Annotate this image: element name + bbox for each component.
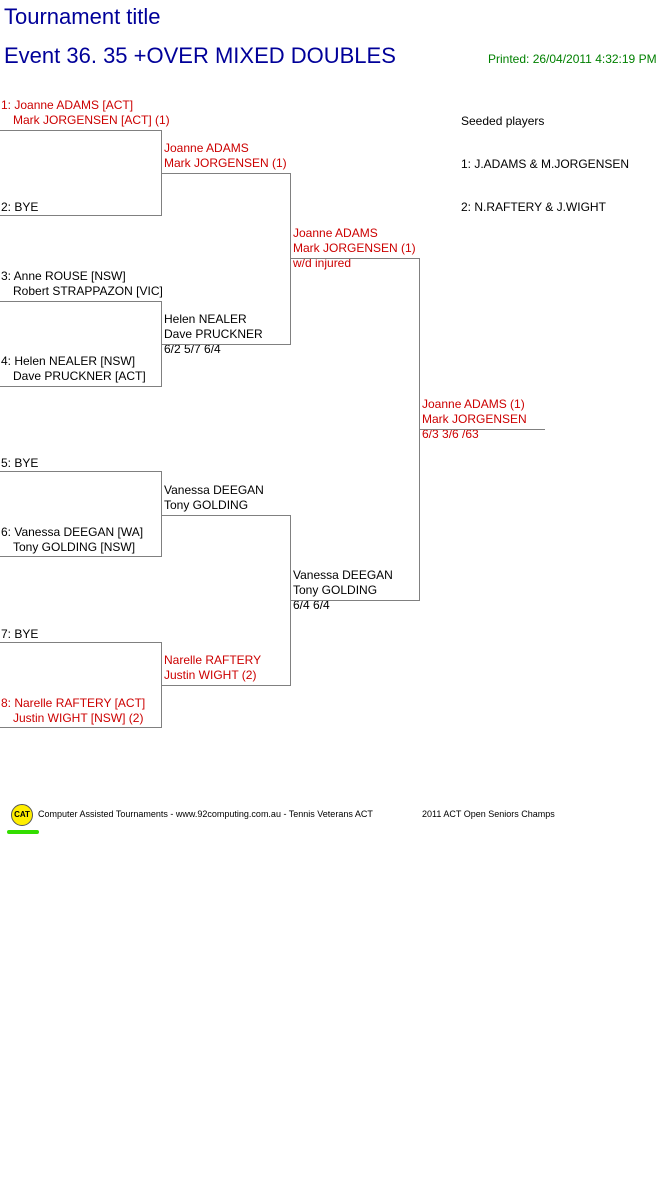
- round2-slot-4-line2: Justin WIGHT (2): [164, 668, 257, 682]
- bracket-line: [0, 471, 162, 472]
- bracket-line: [161, 471, 162, 557]
- bracket-line: [0, 556, 162, 557]
- bracket-line: [0, 642, 162, 643]
- round2-slot-2-line1: Helen NEALER: [164, 312, 247, 326]
- bracket-line: [0, 301, 162, 302]
- winner-line1: Joanne ADAMS (1): [422, 397, 525, 411]
- bracket-line: [290, 173, 291, 345]
- round3-slot-2-score: 6/4 6/4: [293, 598, 330, 612]
- round1-slot-1-line2: Mark JORGENSEN [ACT] (1): [13, 113, 170, 127]
- round2-slot-2-score: 6/2 5/7 6/4: [164, 342, 221, 356]
- bracket-line: [0, 386, 162, 387]
- round2-slot-1-line2: Mark JORGENSEN (1): [164, 156, 287, 170]
- bracket-line: [0, 727, 162, 728]
- bracket-line: [161, 173, 291, 174]
- bracket-line: [290, 600, 420, 601]
- round1-slot-3-line2: Robert STRAPPAZON [VIC]: [13, 284, 163, 298]
- bracket-line: [290, 258, 420, 259]
- seeded-item-1: 1: J.ADAMS & M.JORGENSEN: [461, 157, 630, 171]
- round3-slot-1-line1: Joanne ADAMS: [293, 226, 378, 240]
- bracket-line: [161, 685, 291, 686]
- round1-slot-4-line2: Dave PRUCKNER [ACT]: [13, 369, 146, 383]
- footer-event-name: 2011 ACT Open Seniors Champs: [422, 809, 555, 819]
- cat-logo-icon: CAT: [11, 804, 33, 826]
- round1-slot-4-line1: 4: Helen NEALER [NSW]: [1, 354, 136, 368]
- winner-line2: Mark JORGENSEN: [422, 412, 527, 426]
- event-title: Event 36. 35 +OVER MIXED DOUBLES: [4, 43, 396, 68]
- round2-slot-3-line1: Vanessa DEEGAN: [164, 483, 264, 497]
- round1-slot-2-line1: 2: BYE: [1, 200, 39, 214]
- seeded-item-2: 2: N.RAFTERY & J.WIGHT: [461, 200, 606, 214]
- round3-slot-2-line1: Vanessa DEEGAN: [293, 568, 393, 582]
- round1-slot-8-line1: 8: Narelle RAFTERY [ACT]: [1, 696, 146, 710]
- winner-score: 6/3 3/6 /63: [422, 427, 479, 441]
- round3-slot-1-score: w/d injured: [293, 256, 352, 270]
- round1-slot-5-line1: 5: BYE: [1, 456, 39, 470]
- round1-slot-6-line2: Tony GOLDING [NSW]: [13, 540, 136, 554]
- footer-credit: Computer Assisted Tournaments - www.92co…: [38, 809, 373, 819]
- round2-slot-1-line1: Joanne ADAMS: [164, 141, 249, 155]
- logo-underline: [7, 830, 39, 834]
- bracket-line: [419, 429, 545, 430]
- round1-slot-1-line1: 1: Joanne ADAMS [ACT]: [1, 98, 134, 112]
- round3-slot-2-line2: Tony GOLDING: [293, 583, 378, 597]
- printed-timestamp: Printed: 26/04/2011 4:32:19 PM: [488, 52, 657, 66]
- round2-slot-2-line2: Dave PRUCKNER: [164, 327, 263, 341]
- round3-slot-1-line2: Mark JORGENSEN (1): [293, 241, 416, 255]
- tournament-title: Tournament title: [4, 4, 161, 29]
- round1-slot-7-line1: 7: BYE: [1, 627, 39, 641]
- round2-slot-3-line2: Tony GOLDING: [164, 498, 249, 512]
- round1-slot-3-line1: 3: Anne ROUSE [NSW]: [1, 269, 126, 283]
- seeded-heading: Seeded players: [461, 114, 545, 128]
- round1-slot-8-line2: Justin WIGHT [NSW] (2): [13, 711, 144, 725]
- round1-slot-6-line1: 6: Vanessa DEEGAN [WA]: [1, 525, 144, 539]
- bracket-line: [161, 344, 291, 345]
- bracket-line: [0, 215, 162, 216]
- bracket-line: [0, 130, 162, 131]
- round2-slot-4-line1: Narelle RAFTERY: [164, 653, 262, 667]
- bracket-line: [161, 515, 291, 516]
